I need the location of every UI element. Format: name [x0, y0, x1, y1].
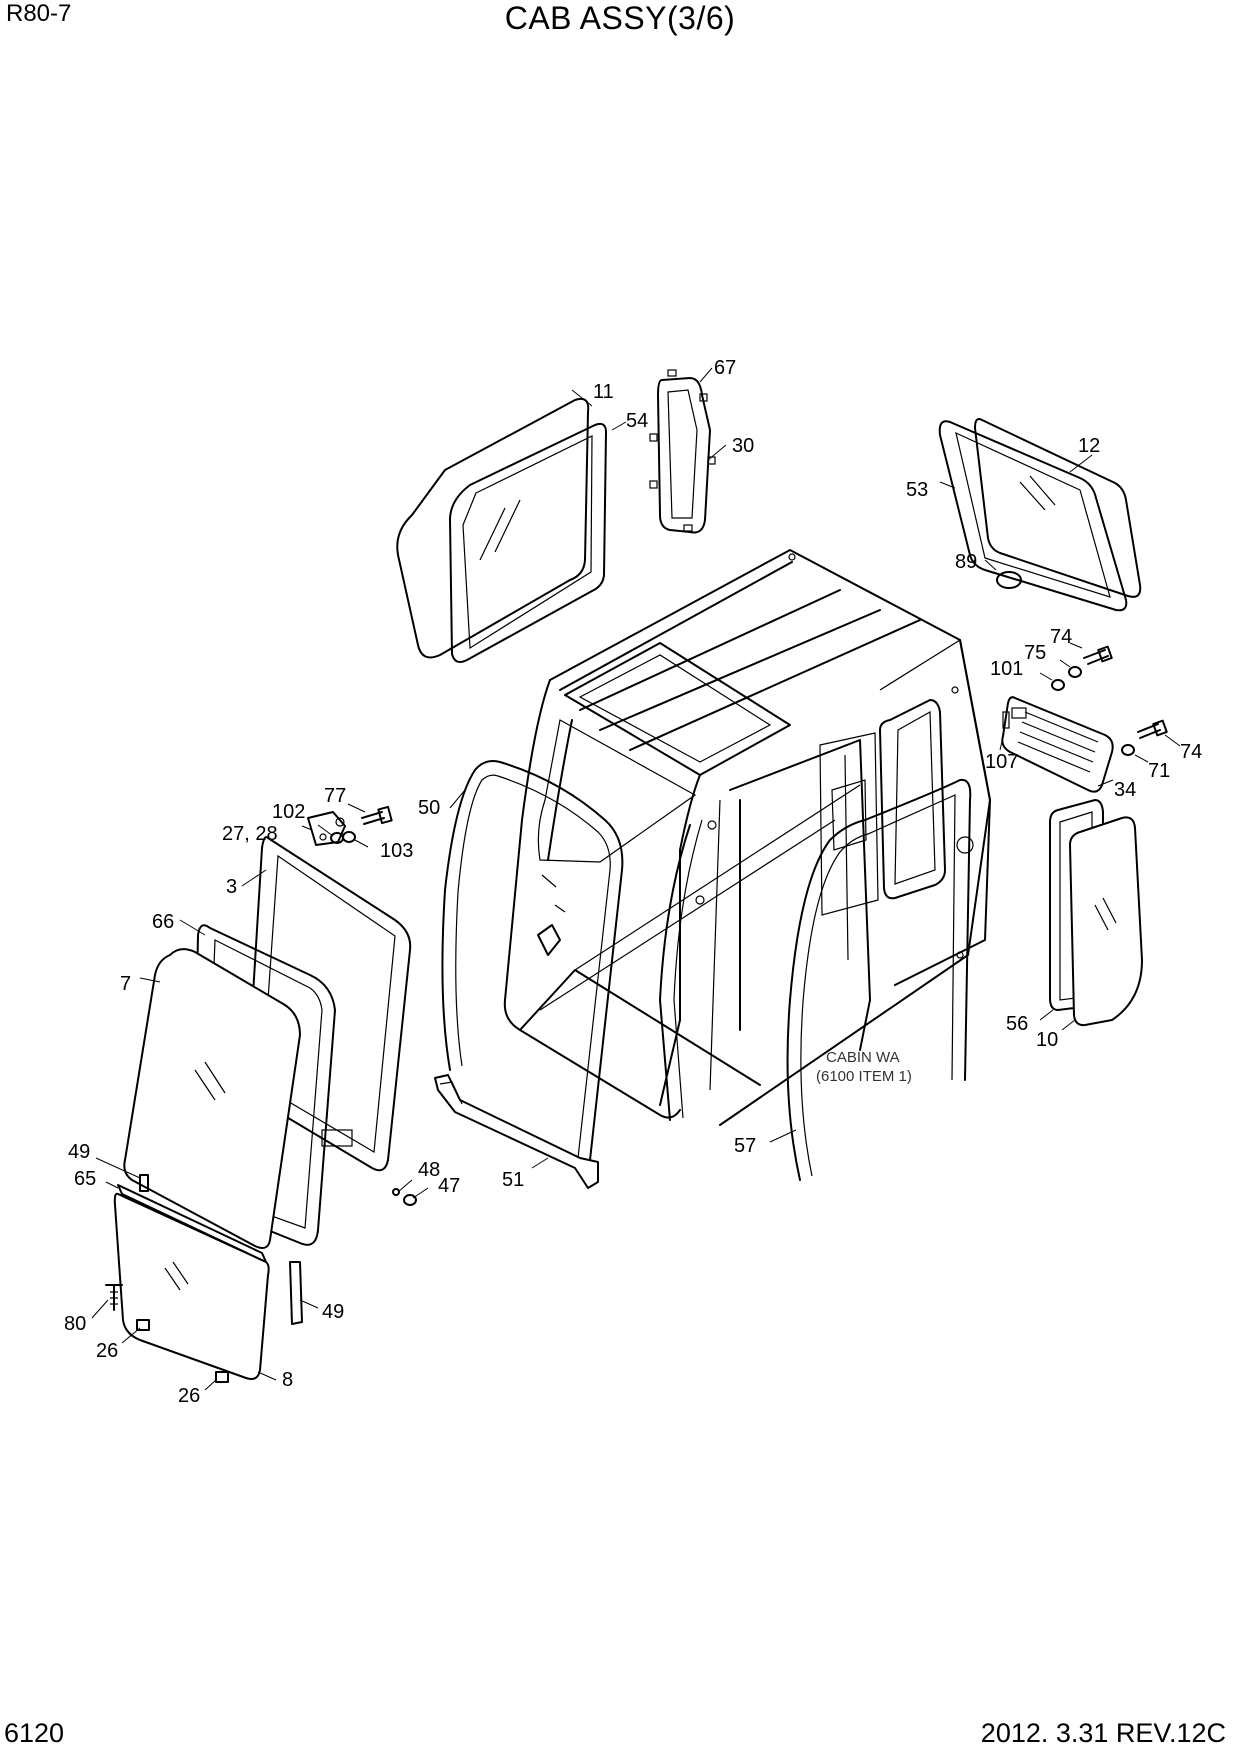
part-seal-67: [657, 377, 711, 534]
part-bolt-74-lower: [1137, 719, 1168, 739]
callout-53: 53: [906, 479, 928, 501]
part-seal-53: [938, 420, 1128, 612]
callout-48: 48: [418, 1159, 440, 1181]
part-seal-54: [449, 422, 607, 663]
part-glass-7: [123, 948, 301, 1249]
callout-107: 107: [985, 751, 1018, 773]
callout-50: 50: [418, 797, 440, 819]
callout-54: 54: [626, 410, 648, 432]
part-washer-48: [392, 1188, 400, 1196]
part-glass-11: [396, 397, 590, 659]
callout-103: 103: [380, 840, 413, 862]
callout-71: 71: [1148, 760, 1170, 782]
revision-date: 2012. 3.31 REV.12C: [980, 1718, 1226, 1748]
part-washer-71: [1121, 744, 1135, 756]
callout-49-upper: 49: [68, 1141, 90, 1163]
callout-7: 7: [120, 973, 131, 995]
callout-26-upper: 26: [96, 1340, 118, 1362]
part-glass-10: [1069, 816, 1143, 1027]
callout-11: 11: [593, 381, 614, 403]
part-washer-103: [342, 831, 356, 843]
callout-77: 77: [324, 785, 346, 807]
callout-12: 12: [1078, 435, 1100, 457]
callout-80: 80: [64, 1313, 86, 1335]
part-stopper-26-lower: [215, 1371, 229, 1383]
callout-101: 101: [990, 658, 1023, 680]
part-rubber-49-upper: [139, 1174, 149, 1192]
part-door-rail: [659, 819, 717, 1121]
callout-56: 56: [1006, 1013, 1028, 1035]
callout-27-28: 27, 28: [222, 823, 278, 845]
cabin-note-line1: CABIN WA: [826, 1049, 900, 1066]
part-bushing-47: [403, 1194, 417, 1206]
cabin-body: [503, 549, 991, 1126]
part-seal-57: [786, 778, 972, 1181]
part-bolt-74-upper: [1083, 645, 1113, 665]
part-hinge-27-28: [307, 811, 346, 846]
callout-65: 65: [74, 1168, 96, 1190]
callout-3: 3: [226, 876, 237, 898]
callout-47: 47: [438, 1175, 460, 1197]
callout-49-lower: 49: [322, 1301, 344, 1323]
callout-51: 51: [502, 1169, 524, 1191]
callout-66: 66: [152, 911, 174, 933]
callout-10: 10: [1036, 1029, 1058, 1051]
part-glass-12: [974, 418, 1142, 598]
callout-74-upper: 74: [1050, 626, 1072, 648]
model-number: R80-7: [6, 0, 72, 27]
part-oring-89: [996, 571, 1022, 589]
part-clips-30: [649, 369, 716, 532]
leader-lines: [91, 367, 1181, 1391]
callout-30: 30: [732, 435, 754, 457]
callout-26-lower: 26: [178, 1385, 200, 1407]
part-washer-75: [1068, 666, 1082, 678]
callout-34: 34: [1114, 779, 1136, 801]
callout-8: 8: [282, 1369, 293, 1391]
callout-57: 57: [734, 1135, 756, 1157]
cabin-note-line2: (6100 ITEM 1): [816, 1068, 912, 1085]
part-rubber-49-lower: [289, 1261, 303, 1325]
part-bolt-77: [361, 805, 393, 825]
part-seal-66: [191, 924, 336, 1246]
part-pin-107: [1002, 711, 1010, 729]
part-strip-51: [434, 1074, 599, 1189]
part-screw-80: [105, 1284, 123, 1311]
part-glass-8: [113, 1192, 270, 1380]
callout-102: 102: [272, 801, 305, 823]
callout-74-lower: 74: [1180, 741, 1202, 763]
part-vent-34: [1001, 696, 1114, 793]
callout-89: 89: [955, 551, 977, 573]
callout-75: 75: [1024, 642, 1046, 664]
callout-labels: 11 54 67 30 12 53 89 74 75 101 107 71 74…: [64, 357, 1202, 1407]
part-seal-50: [441, 760, 624, 1161]
page-title: CAB ASSY(3/6): [504, 0, 736, 36]
part-stopper-26-upper: [136, 1319, 150, 1331]
part-washer-101: [1051, 679, 1065, 691]
page-number: 6120: [4, 1718, 65, 1748]
callout-67: 67: [714, 357, 736, 379]
